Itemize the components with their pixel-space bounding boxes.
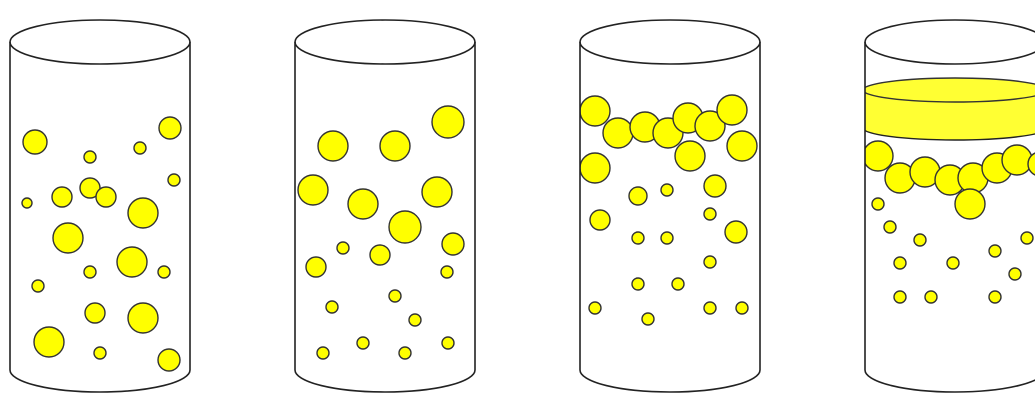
droplet: [158, 349, 180, 371]
droplet: [947, 257, 959, 269]
droplet: [128, 198, 158, 228]
droplet: [318, 131, 348, 161]
cream-layer-top: [863, 78, 1035, 102]
droplet: [422, 177, 452, 207]
droplet: [399, 347, 411, 359]
droplet: [914, 234, 926, 246]
droplet: [432, 106, 464, 138]
droplet: [603, 118, 633, 148]
droplet: [632, 232, 644, 244]
droplet: [661, 184, 673, 196]
droplet: [894, 257, 906, 269]
droplet: [117, 247, 147, 277]
droplet: [158, 266, 170, 278]
droplet: [589, 302, 601, 314]
droplet: [134, 142, 146, 154]
droplet: [580, 153, 610, 183]
droplet: [989, 291, 1001, 303]
droplet: [894, 291, 906, 303]
droplet: [298, 175, 328, 205]
droplet: [725, 221, 747, 243]
droplet: [1002, 145, 1032, 175]
droplet: [52, 187, 72, 207]
droplet: [1021, 232, 1033, 244]
droplet: [96, 187, 116, 207]
droplet: [642, 313, 654, 325]
droplet: [629, 187, 647, 205]
cylinder-3: [580, 20, 760, 392]
droplet: [337, 242, 349, 254]
droplet: [32, 280, 44, 292]
cylinder-body: [295, 20, 475, 392]
droplet: [590, 210, 610, 230]
droplet: [389, 290, 401, 302]
droplet: [53, 223, 83, 253]
droplet: [159, 117, 181, 139]
droplet: [925, 291, 937, 303]
droplet: [884, 221, 896, 233]
droplet: [704, 302, 716, 314]
droplet: [84, 266, 96, 278]
droplet: [409, 314, 421, 326]
droplet: [727, 131, 757, 161]
droplet: [872, 198, 884, 210]
droplet: [317, 347, 329, 359]
cylinder-2: [295, 20, 475, 392]
droplet: [1009, 268, 1021, 280]
droplet: [989, 245, 1001, 257]
droplet: [348, 189, 378, 219]
droplet: [380, 131, 410, 161]
droplet: [442, 233, 464, 255]
droplet: [306, 257, 326, 277]
droplet: [94, 347, 106, 359]
droplet: [863, 141, 893, 171]
droplet: [34, 327, 64, 357]
droplet: [84, 151, 96, 163]
droplet: [442, 337, 454, 349]
cylinder-1: [10, 20, 190, 392]
droplet: [675, 141, 705, 171]
droplet: [632, 278, 644, 290]
droplet: [326, 301, 338, 313]
droplet: [704, 208, 716, 220]
droplet: [168, 174, 180, 186]
droplet: [580, 96, 610, 126]
droplet: [85, 303, 105, 323]
droplet: [672, 278, 684, 290]
droplet: [704, 175, 726, 197]
droplet: [128, 303, 158, 333]
cylinders-group: [10, 20, 1035, 392]
droplet: [389, 211, 421, 243]
droplet: [955, 189, 985, 219]
droplet: [717, 95, 747, 125]
cylinder-4: [863, 20, 1035, 392]
droplet: [357, 337, 369, 349]
droplet: [22, 198, 32, 208]
cylinder-body: [580, 20, 760, 392]
droplet: [661, 232, 673, 244]
cylinder-body: [865, 20, 1035, 392]
droplet: [736, 302, 748, 314]
droplet: [370, 245, 390, 265]
droplet: [23, 130, 47, 154]
droplet: [441, 266, 453, 278]
droplet: [704, 256, 716, 268]
